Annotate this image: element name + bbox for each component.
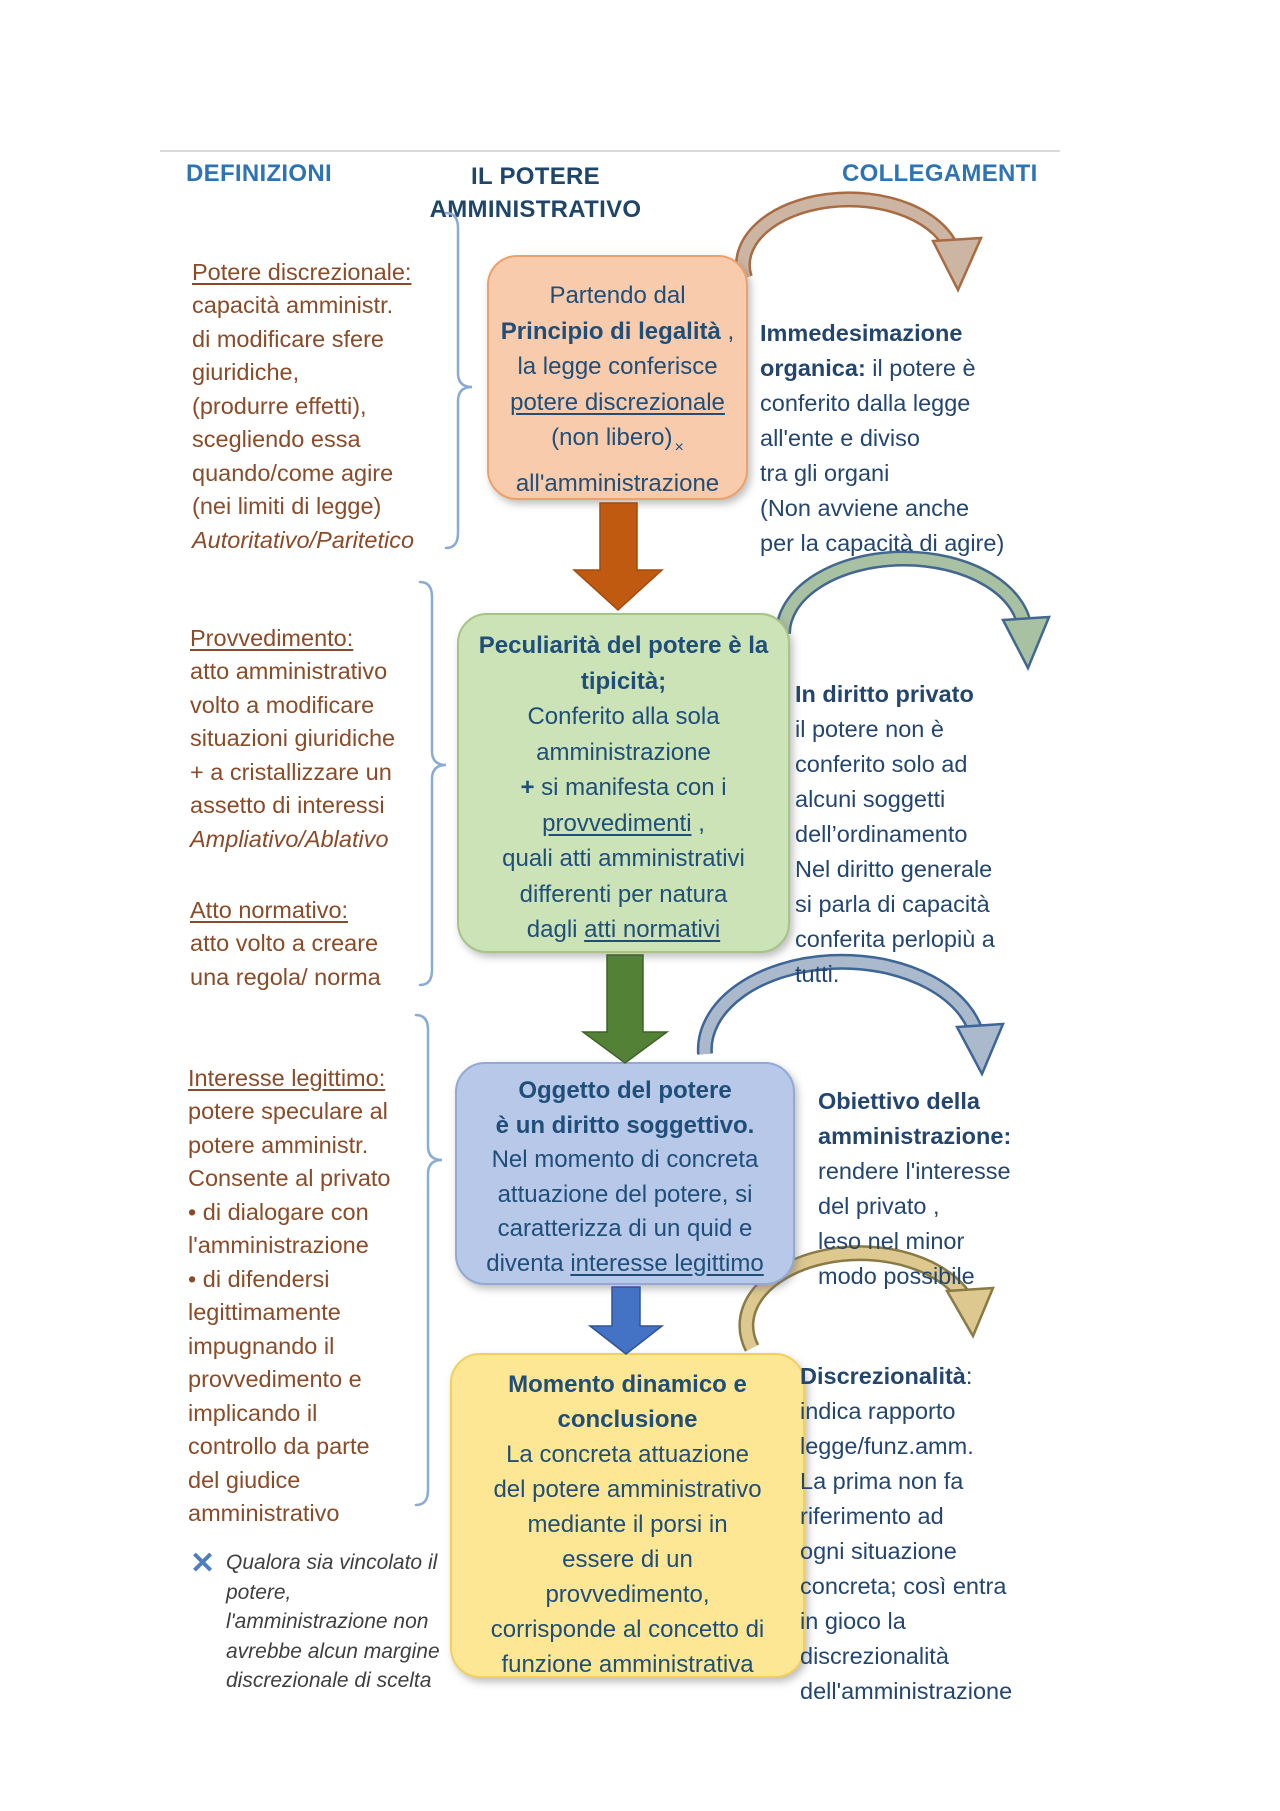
- link-discrezionalita: Discrezionalità: indica rapporto legge/f…: [800, 1324, 1050, 1709]
- footnote-vincolato: Qualora sia vincolato il potere, l'ammin…: [226, 1551, 440, 1692]
- flow-box-momento-dinamico: Momento dinamico e conclusione La concre…: [450, 1353, 805, 1678]
- top-divider-line: [160, 150, 1060, 152]
- box-line: quali atti amministrativi differenti per…: [502, 845, 745, 908]
- x-mark-icon: ✕: [190, 1547, 216, 1580]
- definition-italic: Ampliativo/Ablativo: [190, 825, 389, 852]
- link-immedesimazione-organica: Immedesimazione organica: il potere è co…: [760, 281, 1030, 561]
- definition-atto-normativo: Atto normativo: atto volto a creare una …: [190, 860, 450, 994]
- box-line: provvedimenti ,: [542, 809, 705, 837]
- box-title: Oggetto del potere è un diritto soggetti…: [495, 1077, 755, 1139]
- subscript-x-mark: ×: [674, 439, 684, 456]
- curved-arrow-2: [774, 550, 1051, 671]
- flow-box-oggetto-del-potere: Oggetto del potere è un diritto soggetti…: [455, 1062, 795, 1285]
- link-heading: Immedesimazione organica:: [760, 320, 963, 381]
- link-diritto-privato: In diritto privato il potere non è confe…: [795, 642, 1045, 992]
- definition-heading: Interesse legittimo:: [188, 1064, 386, 1091]
- link-heading: Obiettivo della amministrazione:: [818, 1088, 1012, 1149]
- box-title: Momento dinamico e conclusione: [508, 1371, 747, 1433]
- curved-arrow-3: [696, 953, 1005, 1077]
- definition-body: potere speculare al potere amministr. Co…: [188, 1098, 391, 1526]
- box-line: dagli atti normativi: [526, 916, 721, 943]
- definition-body: atto amministrativo volto a modificare s…: [190, 658, 396, 818]
- definition-heading: Potere discrezionale:: [192, 258, 412, 285]
- column-title-collegamenti: COLLEGAMENTI: [842, 160, 1038, 187]
- link-body: il potere è conferito dalla legge all'en…: [760, 355, 1005, 556]
- link-body: : indica rapporto legge/funz.amm. La pri…: [800, 1363, 1013, 1704]
- link-heading: Discrezionalità: [800, 1363, 966, 1389]
- down-arrow-green: [580, 954, 670, 1064]
- brace-definition-2: [418, 580, 447, 987]
- definition-body: atto volto a creare una regola/ norma: [190, 930, 381, 990]
- link-body: il potere non è conferito solo ad alcuni…: [795, 716, 995, 987]
- box-line: (non libero)×: [551, 424, 684, 456]
- definition-provvedimento: Provvedimento: atto amministrativo volto…: [190, 588, 450, 856]
- box-line: all'amministrazione: [515, 469, 720, 497]
- definition-italic: Autoritativo/Paritetico: [192, 526, 415, 553]
- brace-definition-3: [414, 1013, 443, 1507]
- flow-box-tipicita: Peculiarità del potere è la tipicità; Co…: [457, 613, 790, 953]
- curved-arrow-1: [734, 191, 983, 293]
- definition-body: capacità amministr. di modificare sfere …: [192, 292, 394, 519]
- down-arrow-blue: [587, 1286, 665, 1355]
- box-line: diventa interesse legittimo: [486, 1249, 764, 1277]
- box-line: + si manifesta con i: [520, 774, 727, 801]
- brace-definition-1: [444, 211, 473, 550]
- page-title-potere-amministrativo: IL POTERE AMMINISTRATIVO: [429, 163, 642, 223]
- link-body: rendere l'interesse del privato , leso n…: [818, 1158, 1011, 1289]
- flow-box-principio-di-legalita: Partendo dal Principio di legalità , la …: [487, 255, 748, 500]
- definition-heading: Atto normativo:: [190, 896, 349, 923]
- definition-interesse-legittimo: Interesse legittimo: potere speculare al…: [188, 1028, 448, 1531]
- down-arrow-orange: [572, 502, 664, 612]
- curved-arrow-4: [738, 1245, 995, 1352]
- box-line: la legge conferisce: [517, 353, 718, 380]
- box-line-underlined: potere discrezionale: [510, 388, 725, 416]
- box-line: Partendo dal: [549, 282, 686, 309]
- column-title-definizioni: DEFINIZIONI: [186, 160, 332, 187]
- link-obiettivo-amministrazione: Obiettivo della amministrazione: rendere…: [818, 1049, 1058, 1294]
- box-line: Nel momento di concreta attuazione del p…: [491, 1146, 759, 1242]
- box-line: Conferito alla sola amministrazione: [527, 703, 720, 766]
- box-line: Principio di legalità ,: [500, 317, 735, 345]
- definition-potere-discrezionale: Potere discrezionale: capacità amministr…: [192, 222, 452, 557]
- definition-heading: Provvedimento:: [190, 624, 354, 651]
- link-heading: In diritto privato: [795, 681, 974, 707]
- box-body: La concreta attuazione del potere ammini…: [490, 1441, 765, 1678]
- box-title: Peculiarità del potere è la tipicità;: [478, 632, 769, 695]
